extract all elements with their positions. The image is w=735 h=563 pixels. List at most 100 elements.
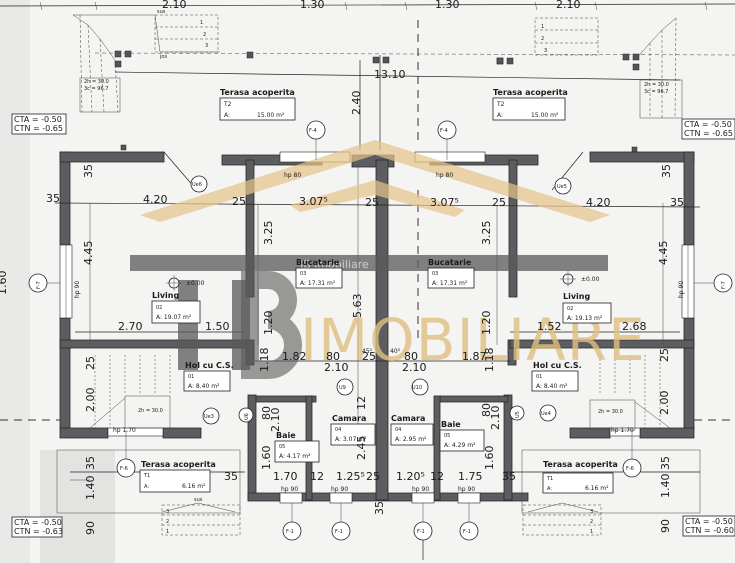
tag-ue3: Ue3 xyxy=(204,414,214,420)
step-label: 2 xyxy=(590,519,593,525)
room-code: 01 xyxy=(536,374,542,380)
dimension-label: 2.10 xyxy=(269,408,282,433)
dimension-label: 4.20 xyxy=(143,193,168,206)
room-area-label: A: xyxy=(497,112,503,119)
tag-f1: F-1 xyxy=(286,529,294,535)
dimension-label: 25 xyxy=(366,470,380,483)
elevation-mark: ±0.00 xyxy=(581,276,600,283)
room-name: Hol cu C.S. xyxy=(185,361,234,370)
dimension-label: 2.00 xyxy=(84,388,97,413)
stair-top-right: 2h = 30.0 3c = 96.7 1 2 3 xyxy=(534,17,683,119)
dimension-label: 25 xyxy=(658,348,671,362)
room-code: 05 xyxy=(444,433,450,439)
dimension-label: hp 90 xyxy=(412,486,429,493)
dimension-label: 2.10 xyxy=(324,361,349,374)
dimension-labels: 35 4.20 25 3.07⁵ 25 3.07⁵ 25 4.20 35 35 … xyxy=(0,164,684,535)
dimension-label: 25 xyxy=(84,356,97,370)
room-area: A: 19.13 m² xyxy=(567,315,603,322)
step-label: 1 xyxy=(166,529,169,535)
dimension-label: 3.25 xyxy=(480,221,493,246)
room-area: A: 17.31 m² xyxy=(432,280,468,287)
room-area: A: 3.07 m² xyxy=(335,436,367,443)
step-label: 2 xyxy=(541,36,544,42)
tag-f4: F-4 xyxy=(440,128,448,134)
dimension-label: hp 90 xyxy=(281,486,298,493)
room-code: 02 xyxy=(156,305,162,311)
ctn-label: CTN = -0.63 xyxy=(14,527,63,536)
dimension-label: hp 90 xyxy=(678,281,685,298)
dimension-label: 12 xyxy=(310,470,324,483)
room-camara-left: Camara 04 A: 3.07 m² xyxy=(330,414,376,446)
tag-ue4: Ue4 xyxy=(541,411,551,417)
room-code: 04 xyxy=(395,427,401,433)
dimension-label: 25 xyxy=(365,196,379,209)
dimension-label: 1.60 xyxy=(260,446,273,471)
dimension-label: 1.82 xyxy=(282,350,307,363)
top-dimension-line xyxy=(0,1,735,11)
dimension-label: 1.18 xyxy=(483,348,496,373)
dimension-label: 2.68 xyxy=(622,320,647,333)
elevation-mark: ±0.00 xyxy=(186,280,205,287)
step-label: 3 xyxy=(166,509,169,515)
dimension-label: 35 xyxy=(224,470,238,483)
dim-total-width: 13.10 xyxy=(374,68,406,81)
room-name: Living xyxy=(152,291,179,300)
dimension-label: 2.70 xyxy=(118,320,143,333)
columns-top xyxy=(114,50,640,153)
tag-u10: U10 xyxy=(412,385,422,391)
tag-f6: F-6 xyxy=(626,466,634,472)
room-area: A: 8.40 m² xyxy=(188,383,220,390)
room-name: Terasa acoperita xyxy=(220,88,295,97)
step-label: 2 xyxy=(166,519,169,525)
room-area-label: A: xyxy=(224,112,230,119)
tag-markers: F-4 F-4 Ue6 Ue5 F-7 F-7 Ue3 Ue4 U6 U5 U9… xyxy=(28,120,733,560)
stair-direction-label: jos xyxy=(159,54,167,60)
dim-top-2: 1.30 xyxy=(300,0,325,11)
dimension-label: 35 xyxy=(502,470,516,483)
step-label: 1 xyxy=(590,529,593,535)
opening-labels: hp 80 hp 80 hp 90 hp 90 hp 1.70 hp 1.70 … xyxy=(74,172,685,493)
room-baie-right: Baie 05 A: 4.29 m² xyxy=(439,420,485,452)
dimension-label: 1.60 xyxy=(0,271,9,296)
level-box-bottom-left: CTA = -0.50 CTN = -0.63 xyxy=(11,516,63,538)
room-terasa-top-right: Terasa acoperita T2 A: 15.00 m² xyxy=(492,88,568,121)
room-code: T2 xyxy=(223,101,232,108)
dimension-label: 1.20 xyxy=(262,311,275,336)
tag-f6: F-6 xyxy=(120,466,128,472)
room-area: 15.00 m² xyxy=(257,112,285,119)
room-name: Bucatarie xyxy=(296,258,340,267)
room-area: A: 4.17 m² xyxy=(279,453,311,460)
room-area: A: 8.40 m² xyxy=(536,383,568,390)
stair-formula-2: 3c = 96.7 xyxy=(644,89,668,95)
dimension-label: 1.18 xyxy=(258,348,271,373)
tag-f1: F-1 xyxy=(417,529,425,535)
dimension-label: 4.45 xyxy=(657,241,670,266)
step-label: 1 xyxy=(200,20,203,26)
dim-top-4: 2.10 xyxy=(556,0,581,11)
step-label: 3 xyxy=(590,509,593,515)
cta-label: CTA = -0.50 xyxy=(14,518,62,527)
dimension-label: 45⁵ xyxy=(362,348,373,355)
room-code: T2 xyxy=(496,101,505,108)
cta-label: CTA = -0.50 xyxy=(684,120,732,129)
stair-interior-right: 2h = 30.0 xyxy=(589,355,671,431)
cta-label: CTA = -0.50 xyxy=(685,517,733,526)
room-code: 03 xyxy=(300,271,306,277)
dimension-label: 25 xyxy=(362,350,376,363)
stair-bottom-left: 3 2 1 sus xyxy=(161,497,241,536)
dim-2-40: 2.40 xyxy=(350,91,363,116)
room-name: Baie xyxy=(441,420,461,429)
tag-u5: U5 xyxy=(515,411,521,418)
dimension-label: hp 1.70 xyxy=(113,427,136,434)
step-label: 1 xyxy=(541,24,544,30)
room-name: Baie xyxy=(276,431,296,440)
dim-top-3: 1.30 xyxy=(435,0,460,11)
dim-top-1: 2.10 xyxy=(162,0,187,11)
room-code: 05 xyxy=(279,444,285,450)
dimension-label: 1.40 xyxy=(84,476,97,501)
stair-formula-2: 3c = 96.7 xyxy=(84,86,108,92)
room-name: Terasa acoperita xyxy=(543,460,618,469)
dimension-label: 90 xyxy=(84,521,97,535)
dimension-label: hp 90 xyxy=(331,486,348,493)
level-box-top-right: CTA = -0.50 CTN = -0.65 xyxy=(681,118,735,140)
